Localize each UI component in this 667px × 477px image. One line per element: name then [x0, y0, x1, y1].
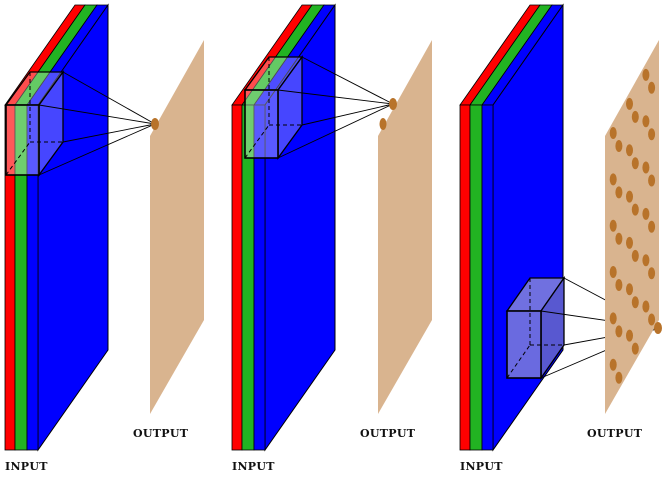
output-dot — [648, 81, 656, 94]
panel-3: OUTPUT INPUT — [459, 3, 662, 473]
output-dot — [648, 128, 656, 141]
output-dot — [642, 161, 650, 174]
projection-lines — [277, 56, 394, 159]
filter-cube — [243, 55, 304, 160]
output-dot — [615, 279, 623, 291]
output-dot — [609, 173, 617, 186]
output-dot — [642, 115, 650, 128]
projection-lines — [38, 71, 156, 176]
output-dot — [642, 207, 650, 220]
output-dot — [626, 190, 633, 203]
output-dot — [389, 98, 397, 110]
output-dot — [648, 220, 656, 233]
output-dot — [609, 219, 617, 232]
channel-blue-front — [481, 104, 494, 451]
output-dot — [642, 300, 650, 313]
output-label: OUTPUT — [133, 427, 189, 440]
output-dot — [631, 342, 639, 355]
output-dot — [609, 127, 617, 139]
output-dot — [626, 97, 633, 110]
input-volume — [459, 3, 564, 452]
output-dot — [615, 371, 623, 384]
channel-red-front — [459, 104, 471, 451]
filter-cube — [4, 70, 65, 177]
output-dot — [626, 329, 633, 342]
output-dot — [615, 325, 623, 338]
output-dot — [631, 203, 639, 216]
output-dot — [626, 236, 633, 249]
output-dot — [648, 267, 656, 280]
output-label: OUTPUT — [587, 427, 643, 440]
output-dot — [626, 144, 633, 157]
output-dot — [648, 174, 656, 187]
channel-blue-front — [253, 104, 266, 451]
panel-1: OUTPUT INPUT — [4, 3, 204, 473]
output-dot-grid — [609, 68, 656, 384]
output-plane — [150, 40, 204, 414]
output-dot — [609, 358, 617, 371]
output-dot — [648, 313, 656, 326]
output-dot — [642, 68, 650, 81]
output-dot — [151, 118, 159, 130]
output-plane — [378, 40, 432, 414]
input-label: INPUT — [460, 460, 503, 473]
input-label: INPUT — [232, 460, 275, 473]
filter-cube — [505, 275, 566, 381]
output-dot — [615, 140, 623, 152]
output-dot — [631, 249, 639, 262]
output-dot — [379, 118, 387, 130]
output-dot — [626, 283, 633, 296]
output-dot — [631, 296, 639, 309]
output-dot — [631, 110, 639, 123]
output-dot — [654, 322, 662, 334]
output-dot — [609, 266, 617, 278]
panel-2: OUTPUT INPUT — [231, 3, 432, 473]
output-dot — [631, 157, 639, 170]
output-plane — [605, 40, 659, 414]
output-label: OUTPUT — [360, 427, 416, 440]
channel-red-front — [231, 104, 243, 451]
output-dot — [609, 312, 617, 325]
output-dot — [615, 232, 623, 245]
output-dot — [642, 254, 650, 267]
output-dot — [615, 186, 623, 199]
channel-green-front — [469, 104, 483, 451]
input-label: INPUT — [5, 460, 48, 473]
